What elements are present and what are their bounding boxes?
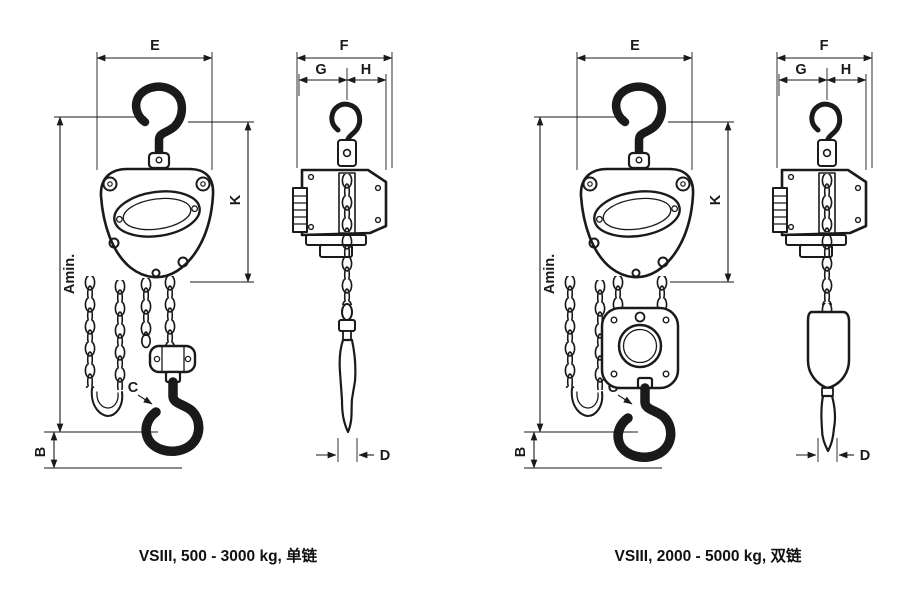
diagram-double-chain: VSIII, 2000 - 5000 kg, 双链 (513, 38, 872, 565)
block-top-pin (634, 311, 646, 323)
bottom-hook-single (146, 372, 199, 451)
bottom-hook-double (618, 378, 671, 457)
slack-chain-end-link (140, 333, 152, 349)
bottom-assembly-double (600, 276, 680, 390)
side-bottom-double (806, 303, 851, 453)
side-bottom-hook-profile (338, 338, 357, 434)
side-swivel (338, 319, 356, 332)
side-bottom-single (338, 303, 357, 434)
side-view-single-top (293, 104, 386, 305)
slack-chain (140, 278, 152, 336)
side-swivel-double (821, 387, 834, 397)
side-bottom-hook-profile-double (820, 394, 837, 453)
caption-double-chain: VSIII, 2000 - 5000 kg, 双链 (615, 546, 802, 565)
side-view-double-top (773, 104, 866, 305)
bottom-block-single (148, 344, 197, 374)
sheave-opening (617, 323, 663, 369)
side-block-double (806, 310, 851, 390)
diagram-single-chain: VSIII, 500 - 3000 kg, 单链 (33, 38, 392, 565)
caption-single-chain: VSIII, 500 - 3000 kg, 单链 (139, 546, 318, 565)
block-bolts (610, 316, 670, 378)
bottom-assembly-single (140, 276, 197, 374)
load-chain (164, 276, 176, 348)
side-swivel-neck (342, 330, 352, 341)
load-chain-fall-2 (656, 276, 668, 312)
side-link (341, 303, 353, 321)
load-chain-fall-1 (612, 276, 624, 312)
